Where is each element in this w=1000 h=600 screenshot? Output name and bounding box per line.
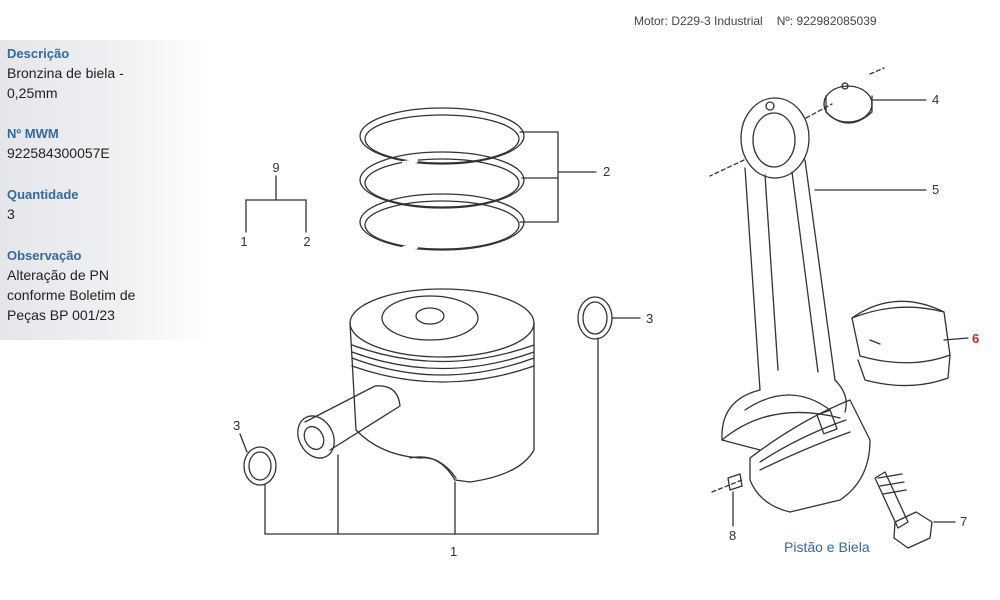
callout-6-highlighted[interactable]: 6 [972,331,979,346]
quantity-title: Quantidade [7,187,79,202]
callout-8[interactable]: 8 [729,528,736,543]
retaining-clip-left[interactable] [239,433,277,486]
description-value: Bronzina de biela - 0,25mm [7,63,207,103]
mwm-number-section: Nº MWM 922584300057E [7,126,207,163]
connecting-rod[interactable] [709,97,847,451]
description-section: Descrição Bronzina de biela - 0,25mm [7,46,207,103]
callout-1-bracket [264,337,599,535]
part-details-panel: Descrição Bronzina de biela - 0,25mm Nº … [0,40,210,340]
observation-line: Alteração de PN [7,267,109,283]
callout-4[interactable]: 4 [932,92,939,107]
small-end-bushing[interactable] [823,67,927,124]
diagram-caption: Pistão e Biela [784,539,870,555]
callout-3-right[interactable]: 3 [646,311,653,326]
callout-2-bracket [519,131,597,223]
dowel-pin[interactable] [727,473,743,527]
retaining-clip-right[interactable] [577,296,641,340]
callout-1[interactable]: 1 [450,544,457,559]
mwm-number-title: Nº MWM [7,126,59,141]
mwm-number-value: 922584300057E [7,145,110,161]
observation-line: conforme Boletim de [7,287,136,303]
parts-header: Motor: D229-3 Industrial Nº: 922982085039 [634,14,877,28]
callout-9[interactable]: 9 [272,160,279,175]
observation-value: Alteração de PN conforme Boletim de Peça… [7,265,207,325]
description-line: Bronzina de biela - [7,65,124,81]
callout-2[interactable]: 2 [603,164,610,179]
callout-7[interactable]: 7 [960,514,967,529]
rod-cap[interactable] [711,399,871,513]
callout-5[interactable]: 5 [932,182,939,197]
piston-rings-set[interactable] [359,107,525,251]
description-title: Descrição [7,46,70,61]
callout-9-bracket [245,175,307,233]
engine-model-label: Motor: D229-3 Industrial [634,14,763,28]
rod-bolt[interactable] [874,471,956,549]
observation-section: Observação Alteração de PN conforme Bole… [7,248,207,325]
quantity-value: 3 [7,206,15,222]
callout-9-sub-1[interactable]: 1 [240,234,247,249]
observation-title: Observação [7,248,82,263]
observation-line: Peças BP 001/23 [7,307,115,323]
quantity-section: Quantidade 3 [7,187,207,224]
bearing-shell[interactable] [851,300,969,387]
description-line: 0,25mm [7,85,58,101]
part-number-label: Nº: 922982085039 [776,14,877,28]
piston-pin[interactable] [291,385,401,465]
piston[interactable] [349,288,535,483]
callout-9-sub-2[interactable]: 2 [303,234,310,249]
callout-3-left[interactable]: 3 [233,418,240,433]
